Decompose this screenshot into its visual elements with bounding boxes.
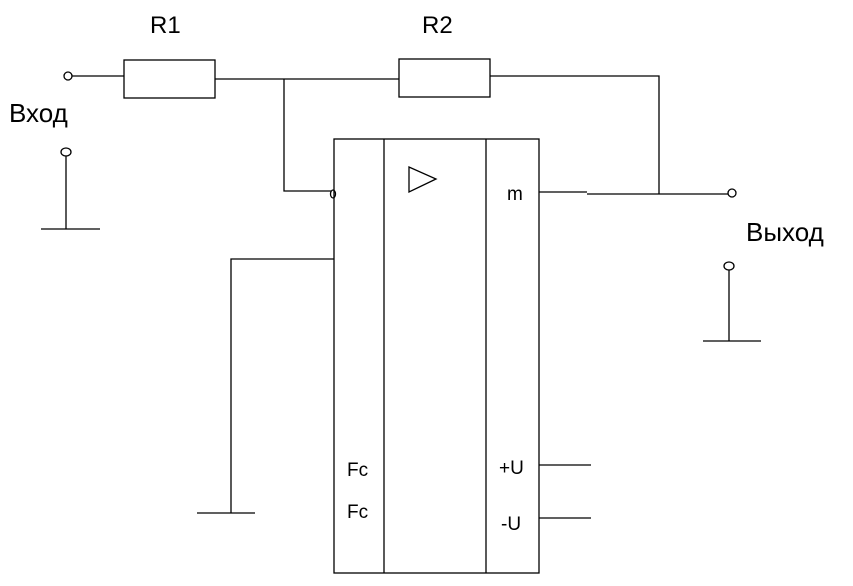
pin-minus-u-label: -U — [501, 514, 521, 535]
pin-m-label: m — [507, 184, 523, 205]
wire-r2-feedback — [490, 75, 660, 194]
input-ground-terminal-icon — [60, 147, 72, 157]
input-terminal-icon — [63, 71, 73, 81]
resistor-r2 — [398, 58, 491, 98]
pin-fc-label-1: Fc — [347, 460, 368, 481]
inverting-input-marker — [329, 189, 337, 199]
output-label: Выход — [746, 217, 824, 247]
pin-plus-u-label: +U — [499, 458, 524, 479]
resistor-r1 — [123, 59, 216, 99]
pin-fc-label-2: Fc — [347, 502, 368, 523]
output-ground-terminal-icon — [723, 261, 735, 271]
r1-label: R1 — [150, 12, 181, 39]
wire-noninverting-ground — [230, 258, 334, 513]
op-amp-body — [333, 138, 540, 574]
output-terminal-icon — [727, 188, 737, 198]
r2-label: R2 — [422, 12, 453, 39]
wire-node-to-input — [283, 79, 331, 192]
input-label: Вход — [9, 98, 68, 128]
amplifier-triangle-icon — [408, 165, 438, 194]
